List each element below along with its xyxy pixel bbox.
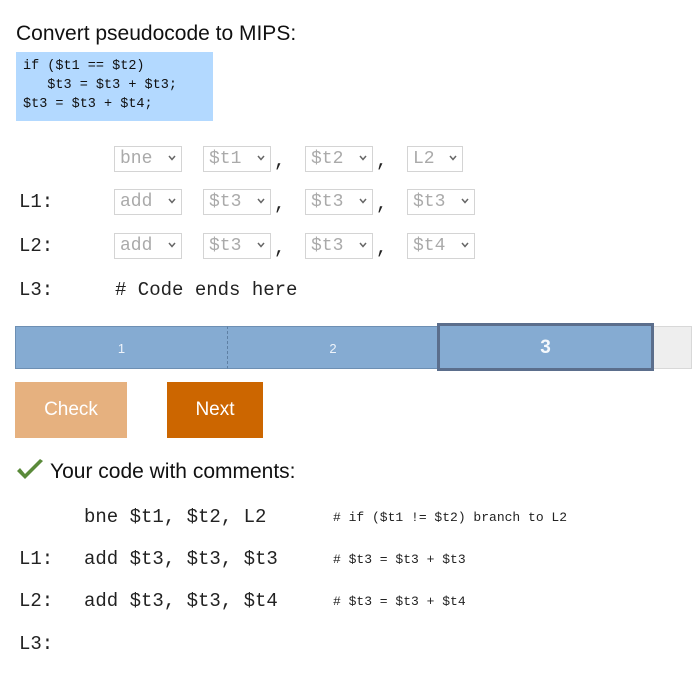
comma: , bbox=[274, 237, 286, 259]
code-row: bne $t1 , $t2 , L2 bbox=[0, 144, 692, 174]
line-label: L3: bbox=[19, 633, 54, 655]
instruction-text: add $t3, $t3, $t4 bbox=[84, 590, 278, 612]
register-select[interactable]: $t3 bbox=[203, 189, 271, 215]
comma: , bbox=[274, 150, 286, 172]
opcode-select[interactable]: add bbox=[114, 189, 182, 215]
chevron-down-icon bbox=[461, 198, 469, 204]
result-row: L2: add $t3, $t3, $t4 # $t3 = $t3 + $t4 bbox=[0, 588, 692, 618]
chevron-down-icon bbox=[461, 242, 469, 248]
comma: , bbox=[376, 150, 388, 172]
code-end-comment: # Code ends here bbox=[115, 279, 298, 301]
instruction-comment: # $t3 = $t3 + $t3 bbox=[333, 552, 466, 567]
pseudocode-block: if ($t1 == $t2) $t3 = $t3 + $t3; $t3 = $… bbox=[16, 52, 213, 121]
instruction-text: add $t3, $t3, $t3 bbox=[84, 548, 278, 570]
pseudocode-line: if ($t1 == $t2) bbox=[23, 59, 145, 74]
label-select[interactable]: L2 bbox=[407, 146, 463, 172]
select-value: $t4 bbox=[413, 236, 446, 256]
line-label: L1: bbox=[19, 548, 54, 570]
code-row: L3: # Code ends here bbox=[0, 275, 692, 305]
next-button[interactable]: Next bbox=[167, 382, 263, 438]
select-value: bne bbox=[120, 149, 153, 169]
opcode-select[interactable]: add bbox=[114, 233, 182, 259]
result-row: L3: bbox=[0, 631, 692, 661]
progress-bar: 1 2 3 bbox=[15, 323, 692, 371]
select-value: $t2 bbox=[311, 149, 344, 169]
register-select[interactable]: $t2 bbox=[305, 146, 373, 172]
select-value: $t3 bbox=[209, 236, 242, 256]
pseudocode-line: $t3 = $t3 + $t4; bbox=[23, 97, 153, 112]
opcode-select[interactable]: bne bbox=[114, 146, 182, 172]
register-select[interactable]: $t3 bbox=[305, 189, 373, 215]
comma: , bbox=[274, 193, 286, 215]
line-label: L2: bbox=[19, 235, 54, 257]
comma: , bbox=[376, 237, 388, 259]
instruction-comment: # $t3 = $t3 + $t4 bbox=[333, 594, 466, 609]
result-row: L1: add $t3, $t3, $t3 # $t3 = $t3 + $t3 bbox=[0, 546, 692, 576]
select-value: $t3 bbox=[209, 192, 242, 212]
check-button[interactable]: Check bbox=[15, 382, 127, 438]
register-select[interactable]: $t3 bbox=[305, 233, 373, 259]
chevron-down-icon bbox=[168, 155, 176, 161]
select-value: $t3 bbox=[413, 192, 446, 212]
instruction-comment: # if ($t1 != $t2) branch to L2 bbox=[333, 510, 568, 525]
comma: , bbox=[376, 193, 388, 215]
line-label: L1: bbox=[19, 191, 54, 213]
pseudocode-line: $t3 = $t3 + $t3; bbox=[23, 78, 177, 93]
register-select[interactable]: $t3 bbox=[407, 189, 475, 215]
chevron-down-icon bbox=[359, 198, 367, 204]
question-title: Convert pseudocode to MIPS: bbox=[16, 22, 297, 45]
chevron-down-icon bbox=[168, 198, 176, 204]
result-row: bne $t1, $t2, L2 # if ($t1 != $t2) branc… bbox=[0, 504, 692, 534]
register-select[interactable]: $t1 bbox=[203, 146, 271, 172]
register-select[interactable]: $t3 bbox=[203, 233, 271, 259]
chevron-down-icon bbox=[257, 242, 265, 248]
comments-heading: Your code with comments: bbox=[50, 460, 296, 483]
chevron-down-icon bbox=[168, 242, 176, 248]
instruction-text: bne $t1, $t2, L2 bbox=[84, 506, 267, 528]
select-value: $t3 bbox=[311, 236, 344, 256]
chevron-down-icon bbox=[257, 198, 265, 204]
code-row: L1: add $t3 , $t3 , $t3 bbox=[0, 187, 692, 217]
register-select[interactable]: $t4 bbox=[407, 233, 475, 259]
select-value: add bbox=[120, 236, 153, 256]
chevron-down-icon bbox=[359, 242, 367, 248]
chevron-down-icon bbox=[449, 155, 457, 161]
select-value: $t1 bbox=[209, 149, 242, 169]
select-value: L2 bbox=[413, 149, 435, 169]
select-value: $t3 bbox=[311, 192, 344, 212]
line-label: L2: bbox=[19, 590, 54, 612]
chevron-down-icon bbox=[359, 155, 367, 161]
chevron-down-icon bbox=[257, 155, 265, 161]
checkmark-icon bbox=[17, 459, 43, 479]
code-row: L2: add $t3 , $t3 , $t4 bbox=[0, 231, 692, 261]
progress-step[interactable]: 1 bbox=[15, 326, 228, 369]
select-value: add bbox=[120, 192, 153, 212]
progress-remaining bbox=[654, 326, 692, 369]
line-label: L3: bbox=[19, 279, 54, 301]
progress-step-current[interactable]: 3 bbox=[437, 323, 654, 371]
progress-step[interactable]: 2 bbox=[228, 326, 438, 369]
